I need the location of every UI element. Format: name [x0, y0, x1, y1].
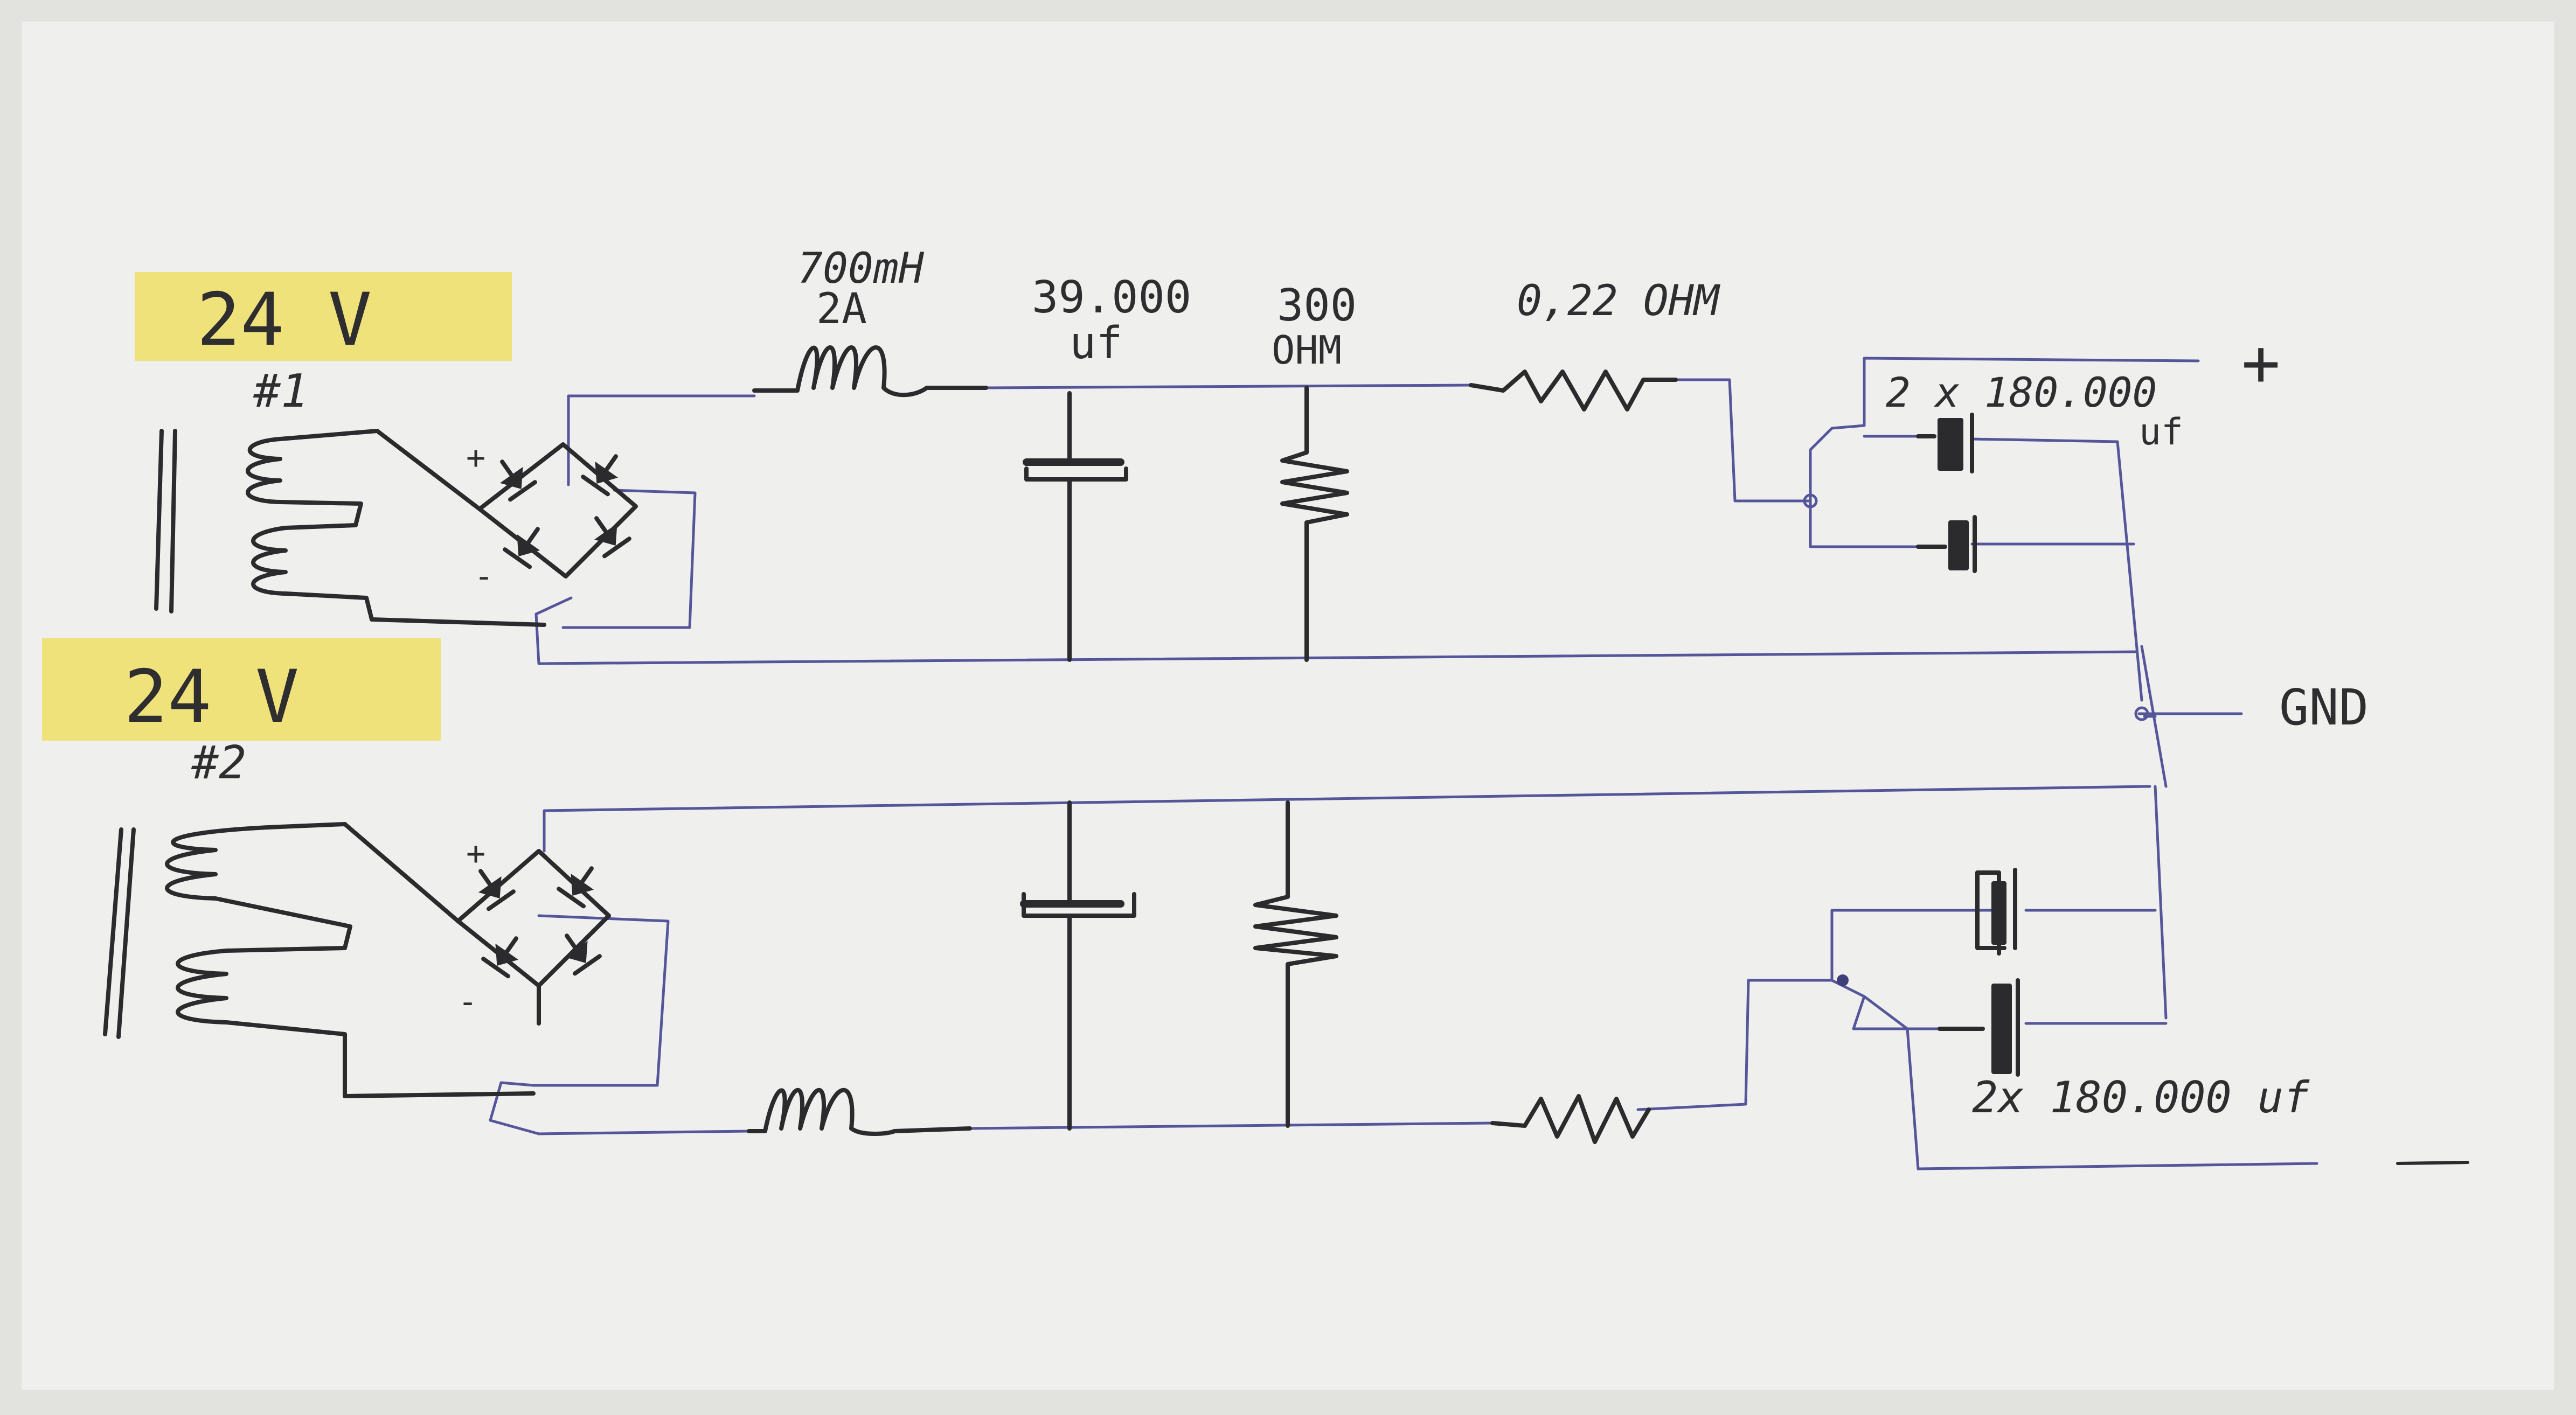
- output-capacitor-top-a: [1916, 413, 1974, 473]
- output-capacitor-bottom-a: [1975, 868, 2017, 956]
- inductor-value: 700mH: [797, 245, 925, 293]
- inductor-current: 2A: [816, 285, 867, 333]
- bleeder-value: 300: [1277, 280, 1357, 331]
- series-resistor-2: [1490, 1094, 1651, 1144]
- paper: [22, 22, 2554, 1390]
- capacitor-value: 39.000: [1032, 272, 1191, 323]
- transformer-2: [103, 822, 536, 1098]
- output-capacitor-top-b: [1916, 515, 1977, 573]
- rectifier-bridge-1: [375, 429, 638, 578]
- bleeder-resistor-2: [1253, 800, 1338, 1128]
- rectifier-bridge-2: [343, 822, 611, 1026]
- transformer-1: [154, 429, 546, 627]
- bridge2-plus: +: [466, 835, 485, 873]
- output-capacitor-bottom-b: [1938, 978, 2020, 1077]
- filter-capacitor-1: [1023, 391, 1128, 662]
- capacitor-unit: uf: [1070, 318, 1123, 369]
- inductor-2: [747, 1088, 972, 1136]
- output-caps-bottom-label: 2x 180.000 uf: [1972, 1072, 2310, 1123]
- supply1-voltage: 24 V: [197, 277, 372, 362]
- output-caps-top-unit: uf: [2139, 411, 2183, 454]
- positive-output: +: [2241, 326, 2280, 401]
- sticky-note-2: [42, 638, 441, 741]
- filter-capacitor-2: [1020, 800, 1136, 1131]
- supply2-voltage: 24 V: [124, 654, 299, 739]
- junction-dots: [1803, 493, 2149, 986]
- inductor-1: [752, 345, 988, 398]
- series-resistor-1: [1469, 370, 1678, 412]
- negative-terminal-mark: [2396, 1161, 2469, 1165]
- bridge2-minus: -: [458, 983, 477, 1021]
- sticky-note-1: [135, 272, 512, 361]
- bleeder-resistor-1: [1280, 386, 1349, 662]
- output-caps-top-count: 2 x 180.000: [1886, 368, 2157, 416]
- supply2-label: #2: [191, 736, 246, 790]
- bleeder-unit: OHM: [1272, 327, 1342, 373]
- series-resistor-value: 0,22 OHM: [1517, 277, 1721, 325]
- bridge1-plus: +: [466, 439, 485, 477]
- wires: [489, 357, 2318, 1170]
- supply1-label: #1: [253, 365, 308, 418]
- ground-output: GND: [2279, 679, 2369, 736]
- negative-output: —: [2392, 1123, 2406, 1147]
- bridge1-minus: -: [474, 557, 494, 595]
